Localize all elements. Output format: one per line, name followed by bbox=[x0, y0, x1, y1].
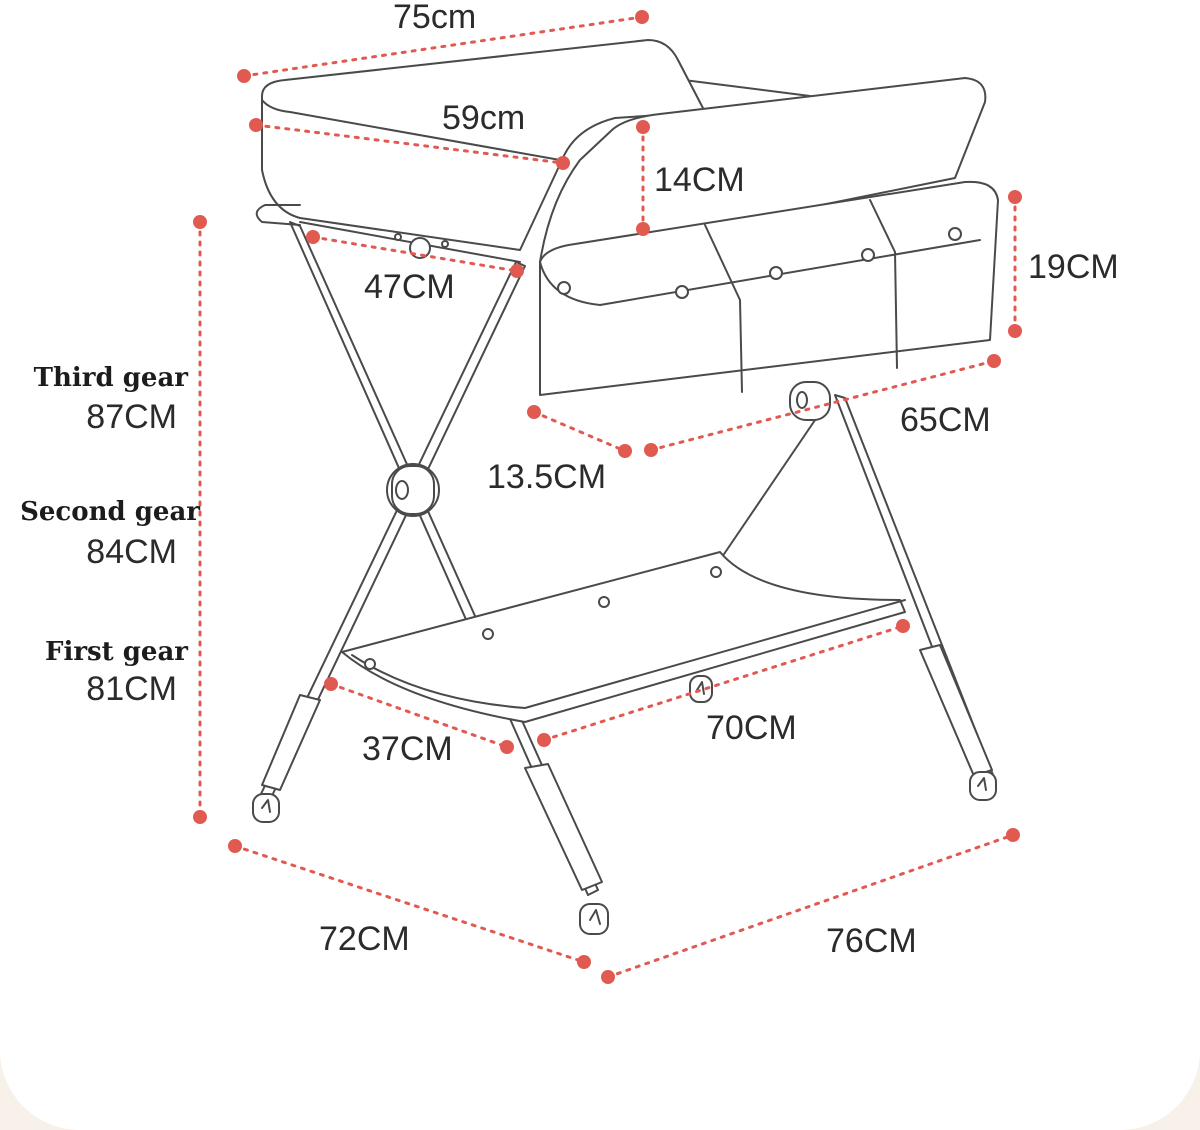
base-length-label: 76CM bbox=[826, 922, 917, 960]
basket-length-label: 65CM bbox=[900, 401, 991, 439]
caster-wheel-back-left bbox=[689, 675, 713, 703]
base-depth-label: 72CM bbox=[319, 920, 410, 958]
second-gear-height: 84CM bbox=[86, 533, 177, 571]
third-gear-label: Third gear bbox=[34, 363, 189, 393]
first-gear-label: First gear bbox=[45, 637, 188, 667]
basket-height-label: 19CM bbox=[1028, 248, 1119, 286]
top-length-label: 75cm bbox=[393, 0, 476, 36]
top-right-board bbox=[539, 77, 987, 263]
hinge-span-label: 47CM bbox=[364, 268, 455, 306]
third-gear-height: 87CM bbox=[86, 398, 177, 436]
basket-depth-label: 13.5CM bbox=[487, 458, 606, 496]
second-gear-label: Second gear bbox=[20, 497, 200, 527]
first-gear-height: 81CM bbox=[86, 670, 177, 708]
caster-wheel-front-right bbox=[579, 903, 609, 935]
top-left-board bbox=[261, 39, 706, 251]
caster-wheel-back-right bbox=[969, 771, 997, 801]
caster-wheel-front-left bbox=[252, 793, 280, 823]
shelf-depth-label: 37CM bbox=[362, 730, 453, 768]
storage-basket bbox=[539, 180, 999, 396]
changing-table-drawing bbox=[252, 39, 999, 935]
rail-height-label: 14CM bbox=[654, 161, 745, 199]
top-width-label: 59cm bbox=[442, 99, 525, 137]
lower-shelf bbox=[341, 551, 906, 723]
dimension-lines bbox=[193, 10, 1022, 984]
shelf-length-label: 70CM bbox=[706, 709, 797, 747]
